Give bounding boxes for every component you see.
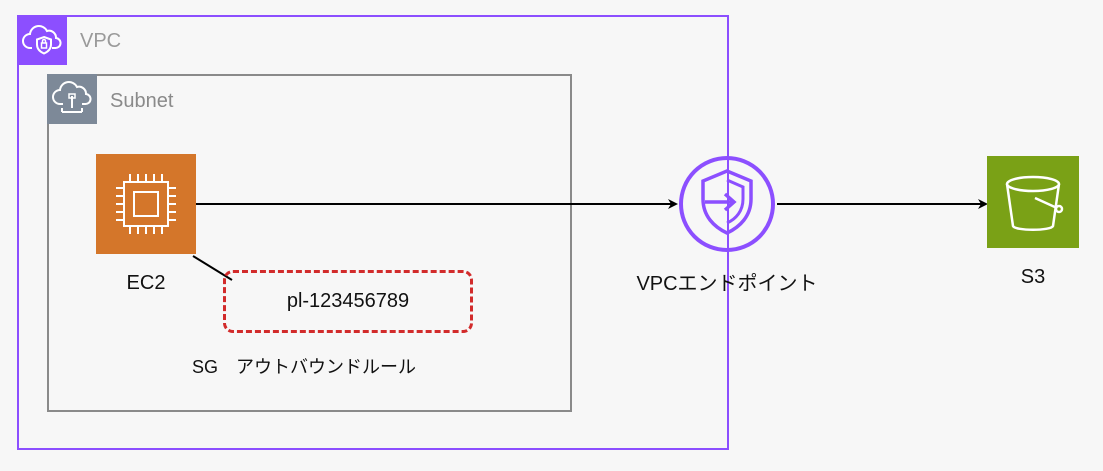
sg-outbound-rule-caption: SG アウトバウンドルール — [192, 357, 417, 377]
subnet-group — [47, 74, 572, 412]
vpc-label: VPC — [80, 30, 122, 52]
s3-label: S3 — [1020, 266, 1046, 288]
s3-bucket-icon — [987, 156, 1079, 248]
vpc-endpoint-shield-icon — [677, 154, 777, 254]
ec2-label: EC2 — [126, 272, 166, 294]
prefix-list-id: pl-123456789 — [286, 290, 410, 312]
vpc-cloud-shield-icon — [17, 15, 67, 65]
subnet-label: Subnet — [110, 90, 174, 112]
ec2-chip-icon — [96, 154, 196, 254]
vpc-endpoint-label: VPCエンドポイント — [636, 273, 818, 295]
sg-prefix-list-box: pl-123456789 — [223, 270, 473, 333]
subnet-cloud-network-icon — [47, 74, 97, 124]
